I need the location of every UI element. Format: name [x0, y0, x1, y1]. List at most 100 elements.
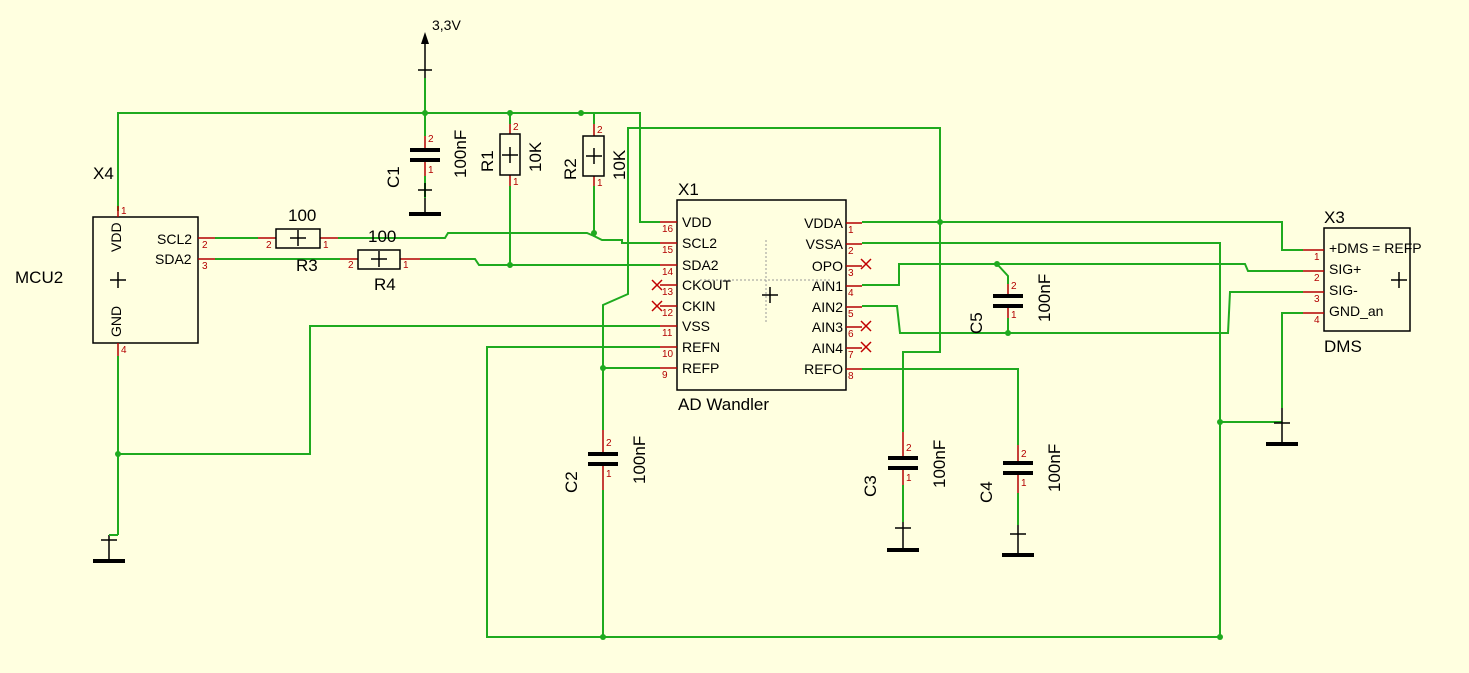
resistor-r4[interactable]: 2 1 100 R4 [340, 227, 420, 294]
capacitor-c3[interactable]: 2 1 C3 100nF [861, 432, 949, 497]
pin-label-ain2: AIN2 [812, 299, 843, 315]
pin-number: 2 [513, 122, 519, 133]
wire-refn[interactable] [486, 346, 1220, 638]
junction [600, 634, 606, 640]
dms-body[interactable] [1323, 227, 1411, 332]
wire-scl-r3-x1[interactable] [338, 232, 595, 239]
pin-label-vssa: VSSA [806, 236, 844, 252]
pin-label-refp: REFP [682, 360, 719, 376]
pin-number: 1 [121, 206, 127, 217]
pin-number: 8 [848, 371, 854, 382]
pin-number: 3 [1314, 294, 1320, 305]
junction [578, 110, 584, 116]
pin-number: 1 [513, 177, 519, 188]
pin-number: 16 [662, 224, 674, 235]
pin-label-sda2: SDA2 [155, 251, 192, 267]
pin-number: 1 [403, 260, 409, 271]
capacitor-c5[interactable]: 2 1 C5 100nF [967, 274, 1054, 334]
wire-refo-c4[interactable] [862, 368, 1019, 445]
pin-label-ain4: AIN4 [812, 340, 843, 356]
resistor-body[interactable] [275, 228, 321, 249]
resistor-r3[interactable]: 2 1 100 R3 [258, 206, 338, 275]
wire-refp-net[interactable] [902, 222, 941, 432]
wire-vssa[interactable] [862, 242, 1221, 637]
junction [1217, 419, 1223, 425]
wire-gnd-an[interactable] [1281, 312, 1303, 408]
pin-number: 12 [662, 308, 674, 319]
pin-label-refn: REFN [682, 339, 720, 355]
wires [117, 78, 1303, 638]
pin-label-opo: OPO [812, 258, 843, 274]
pin-label-dms: SIG+ [1329, 261, 1361, 277]
junction [994, 261, 1000, 267]
pin-number: 1 [323, 240, 329, 251]
capacitor-value: 100nF [1035, 274, 1054, 322]
capacitor-ref: C4 [977, 481, 996, 503]
mcu-ref: X4 [93, 164, 114, 183]
power-symbol-3v3[interactable]: 3,3V [418, 17, 461, 78]
ground-icon[interactable] [409, 198, 441, 216]
resistor-body[interactable] [357, 249, 401, 270]
no-connect-icon [860, 320, 872, 332]
resistor-body[interactable] [499, 133, 521, 176]
wire-vdd-rail[interactable] [117, 112, 660, 223]
ground-icon[interactable] [1002, 525, 1034, 557]
resistor-r2[interactable]: 2 1 R2 10K [561, 124, 629, 189]
pin-number: 14 [662, 267, 674, 278]
wire-vss-gnd[interactable] [118, 325, 660, 455]
resistor-value: 100 [368, 227, 396, 246]
wire-vdda[interactable] [862, 221, 1303, 251]
mcu-body[interactable] [92, 216, 199, 344]
ground-icon[interactable] [1266, 408, 1298, 446]
junction [600, 365, 606, 371]
pin-label-ain3: AIN3 [812, 319, 843, 335]
pin-number: 2 [266, 240, 272, 251]
no-connect-icon [860, 258, 872, 270]
wire-ain2-sigminus[interactable] [862, 291, 1303, 334]
capacitor-value: 100nF [930, 440, 949, 488]
no-connect-icon [860, 341, 872, 353]
wire-c5-top[interactable] [996, 263, 1009, 284]
resistor-body[interactable] [582, 135, 605, 177]
pin-number: 2 [606, 438, 612, 449]
pin-label-vdda: VDDA [804, 215, 844, 231]
junction [1005, 330, 1011, 336]
ground-icon[interactable] [887, 522, 919, 552]
wire-ain1-sigplus[interactable] [862, 263, 1303, 286]
no-connect-icon [651, 279, 663, 291]
pin-number: 10 [662, 349, 674, 360]
adc-body[interactable] [676, 199, 847, 391]
dms-ref: X3 [1324, 208, 1345, 227]
capacitor-value: 100nF [451, 130, 470, 178]
capacitor-ref: C2 [562, 471, 581, 493]
pin-label-dms: GND_an [1329, 303, 1383, 319]
mcu-value: MCU2 [15, 268, 63, 287]
resistor-ref: R2 [561, 158, 580, 180]
pin-number: 1 [848, 225, 854, 236]
power-label: 3,3V [432, 17, 461, 33]
pin-number: 13 [662, 287, 674, 298]
resistor-r1[interactable]: 2 1 R1 10K [478, 122, 545, 188]
pin-label-ain1: AIN1 [812, 278, 843, 294]
ground-icon[interactable] [93, 534, 125, 563]
dms-value: DMS [1324, 337, 1362, 356]
capacitor-value: 100nF [630, 436, 649, 484]
no-connect-icon [651, 300, 663, 312]
mcu-x4[interactable]: X4 MCU2 1 VDD 4 GND 2 SCL2 3 SDA2 [15, 164, 215, 356]
wire-vdda-c3[interactable] [602, 127, 941, 430]
pin-number: 6 [848, 329, 854, 340]
pin-number: 9 [662, 370, 668, 381]
capacitor-c2[interactable]: 2 1 C2 100nF [562, 430, 649, 493]
capacitor-c1[interactable]: 2 1 C1 100nF [384, 130, 470, 197]
pin-number: 4 [848, 288, 854, 299]
pin-label-scl2: SCL2 [682, 235, 717, 251]
capacitor-c4[interactable]: 2 1 C4 100nF [977, 444, 1064, 503]
junction [507, 262, 513, 268]
wire-sda-r4-x1[interactable] [420, 258, 660, 266]
junction [591, 230, 597, 236]
